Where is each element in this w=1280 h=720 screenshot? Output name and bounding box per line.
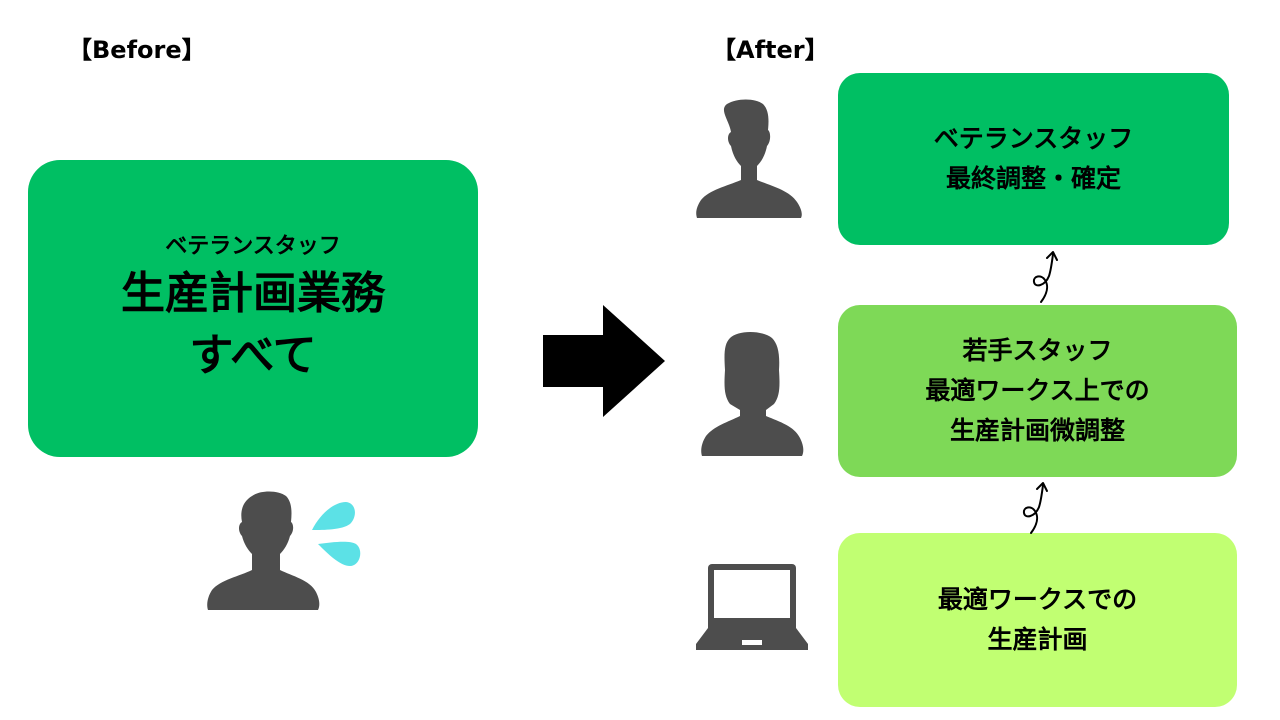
before-box-scope: すべて	[189, 329, 317, 381]
female-person-icon	[700, 330, 805, 458]
laptop-icon	[696, 564, 808, 652]
step-veteran-final-adjustment: ベテランスタッフ 最終調整・確定	[838, 73, 1229, 245]
step-junior-fine-tuning: 若手スタッフ 最適ワークス上での 生産計画微調整	[838, 305, 1237, 477]
step-system-task-line2: 生産計画	[987, 625, 1088, 654]
curly-up-arrow-icon	[1015, 477, 1055, 535]
before-box-role: ベテランスタッフ	[165, 233, 341, 259]
before-box: ベテランスタッフ 生産計画業務 すべて	[28, 160, 478, 457]
right-arrow-icon	[543, 305, 665, 417]
before-label: 【Before】	[68, 36, 206, 64]
stressed-person-icon	[200, 488, 370, 613]
step-junior-task-line1: 最適ワークス上での	[925, 376, 1150, 405]
step-system-task-line1: 最適ワークスでの	[937, 585, 1138, 614]
step-system-planning: 最適ワークスでの 生産計画	[838, 533, 1237, 707]
male-person-icon	[693, 98, 805, 220]
curly-up-arrow-icon	[1025, 246, 1065, 304]
step-junior-task-line2: 生産計画微調整	[949, 416, 1125, 445]
after-label: 【After】	[712, 36, 829, 64]
step-junior-role: 若手スタッフ	[962, 336, 1113, 365]
step-veteran-task: 最終調整・確定	[945, 164, 1121, 193]
step-veteran-role: ベテランスタッフ	[933, 124, 1134, 153]
before-box-task: 生産計画業務	[121, 267, 385, 319]
